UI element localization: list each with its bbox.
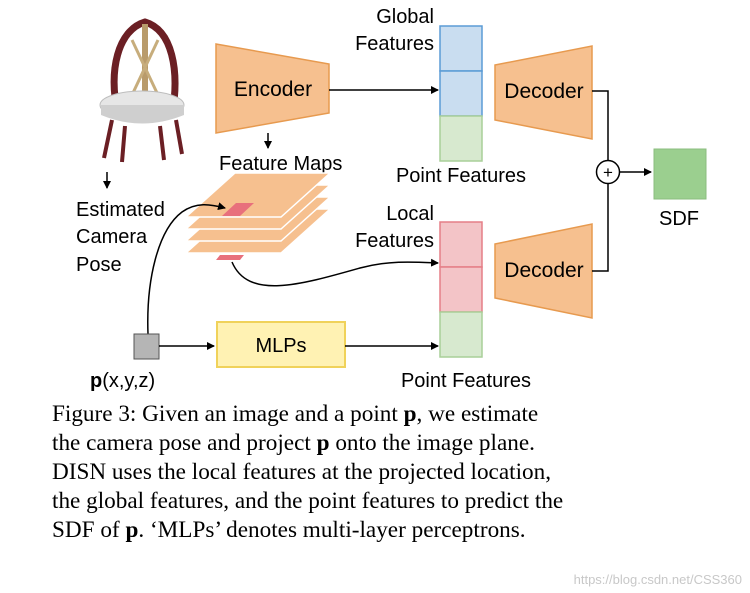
point-p-label: p(x,y,z) (90, 370, 155, 392)
local-feature-stack (439, 221, 483, 358)
plus-label: + (603, 163, 613, 182)
figure-caption: Figure 3: Given an image and a point p, … (52, 400, 732, 545)
global-feature-cell-1 (439, 25, 483, 72)
caption-line-5: SDF of p. ‘MLPs’ denotes multi-layer per… (52, 517, 526, 543)
sdf-box (653, 148, 707, 200)
decoder-top-label: Decoder (504, 80, 583, 103)
mlps-label: MLPs (255, 335, 306, 357)
feature-patch-top (222, 203, 254, 216)
decoder-bottom-label: Decoder (504, 259, 583, 282)
point-features-bottom-label: Point Features (401, 370, 531, 392)
decoder-bottom-shape (494, 223, 593, 319)
point-p-bold: p (90, 370, 102, 392)
feature-maps-label: Feature Maps (219, 153, 342, 175)
decoder-top-block: Decoder (494, 45, 593, 140)
plus-operator (595, 159, 621, 185)
disn-architecture-diagram: Encoder Global Features Decoder Point Fe… (76, 6, 707, 392)
local-feature-curve (231, 258, 439, 287)
decoder-bottom-block: Decoder (494, 223, 593, 319)
global-feature-cell-2 (439, 70, 483, 117)
decoder-bottom-output-line (592, 183, 609, 272)
global-features-label-2: Features (355, 33, 434, 55)
global-feature-stack (439, 25, 483, 162)
caption-line-1: Figure 3: Given an image and a point p, … (52, 401, 539, 427)
chair-illustration (99, 18, 185, 163)
global-features-label-1: Global (376, 6, 434, 28)
encoder-block: Encoder (215, 43, 330, 134)
decoder-top-output-line (592, 90, 609, 160)
caption-line-4: the global features, and the point featu… (52, 488, 564, 514)
estimated-camera-pose-label-1: Estimated (76, 199, 165, 221)
point-p-coords: (x,y,z) (102, 370, 155, 392)
projection-curve (147, 202, 226, 335)
encoder-shape (215, 43, 330, 134)
caption-line-2: the camera pose and project p onto the i… (52, 430, 535, 456)
local-feature-cell-2 (439, 266, 483, 313)
estimated-camera-pose-label-2: Camera (76, 226, 148, 248)
mlps-box (216, 321, 346, 368)
feature-maps-stack (184, 172, 332, 260)
local-feature-cell-1 (439, 221, 483, 268)
encoder-label: Encoder (234, 78, 312, 101)
feature-patch-bottom (216, 255, 244, 260)
local-features-label-1: Local (386, 203, 434, 225)
mlps-block: MLPs (216, 321, 346, 368)
point-feature-cell-top (439, 115, 483, 162)
point-features-top-label: Point Features (396, 165, 526, 187)
caption-line-3: DISN uses the local features at the proj… (52, 459, 551, 485)
sdf-label: SDF (659, 208, 699, 230)
local-features-label-2: Features (355, 230, 434, 252)
point-feature-cell-bottom (439, 311, 483, 358)
watermark: https://blog.csdn.net/CSS360 (573, 572, 742, 587)
point-p-box (133, 333, 160, 360)
decoder-top-shape (494, 45, 593, 140)
estimated-camera-pose-label-3: Pose (76, 254, 122, 276)
